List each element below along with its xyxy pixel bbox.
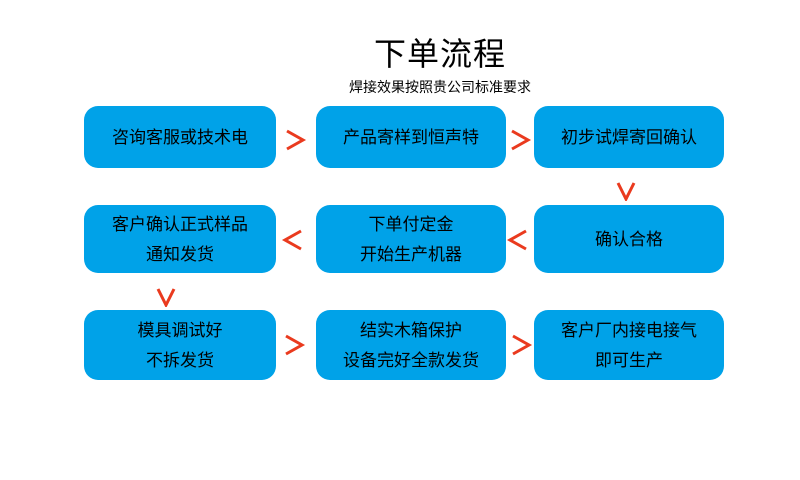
- flow-step-trial-weld: 初步试焊寄回确认: [534, 106, 724, 168]
- page-title: 下单流程: [373, 36, 506, 72]
- chevron-right-icon: [286, 129, 307, 151]
- chevron-down-icon: [616, 182, 636, 201]
- header: 下单流程 焊接效果按照贵公司标准要求: [80, 34, 800, 96]
- flow-step-consult: 咨询客服或技术电: [84, 106, 276, 168]
- flow-step-label: 确认合格: [595, 229, 663, 249]
- flow-step-label: 开始生产机器: [360, 244, 462, 264]
- chevron-left-icon: [281, 229, 302, 251]
- flow-step-label: 初步试焊寄回确认: [561, 127, 697, 147]
- flow-step-label: 产品寄样到恒声特: [343, 127, 479, 147]
- flow-step-label: 不拆发货: [146, 350, 214, 370]
- flow-step-label: 客户确认正式样品: [112, 214, 248, 234]
- flow-step-label: 客户厂内接电接气: [561, 320, 697, 340]
- chevron-right-icon: [512, 334, 533, 356]
- flow-step-confirm-sample: 客户确认正式样品 通知发货: [84, 205, 276, 273]
- flow-step-label: 咨询客服或技术电: [112, 127, 248, 147]
- chevron-right-icon: [511, 129, 532, 151]
- flow-step-crate-ship: 结实木箱保护 设备完好全款发货: [316, 310, 506, 380]
- chevron-left-icon: [506, 229, 527, 251]
- flow-step-confirm-qualified: 确认合格: [534, 205, 724, 273]
- flow-step-label: 模具调试好: [137, 320, 223, 340]
- flow-step-label: 下单付定金: [368, 214, 454, 234]
- chevron-right-icon: [285, 334, 306, 356]
- flow-step-label: 结实木箱保护: [360, 320, 462, 340]
- flow-step-deposit-production: 下单付定金 开始生产机器: [316, 205, 506, 273]
- flow-step-label: 设备完好全款发货: [343, 350, 479, 370]
- flow-step-mold-debug: 模具调试好 不拆发货: [84, 310, 276, 380]
- flow-step-customer-setup: 客户厂内接电接气 即可生产: [534, 310, 724, 380]
- flow-step-send-sample: 产品寄样到恒声特: [316, 106, 506, 168]
- page-subtitle: 焊接效果按照贵公司标准要求: [349, 79, 531, 95]
- flow-step-label: 即可生产: [595, 350, 663, 370]
- chevron-down-icon: [156, 288, 176, 307]
- flow-step-label: 通知发货: [146, 244, 214, 264]
